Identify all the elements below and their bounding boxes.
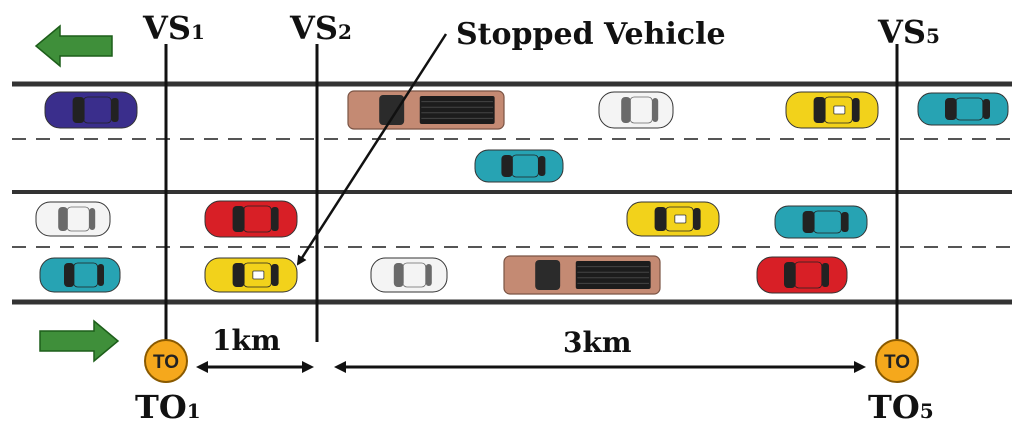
car-icon <box>917 92 1009 126</box>
to1-badge: TO <box>144 339 188 383</box>
vs1-label: VS1 <box>142 9 205 47</box>
stopped-vehicle-pointer <box>296 33 448 266</box>
to5-badge: TO <box>875 339 919 383</box>
vehicles-layer <box>35 90 1009 295</box>
taxi-icon <box>785 91 879 129</box>
taxi-icon <box>626 201 720 237</box>
pickup-icon <box>503 255 661 295</box>
direction-arrow-left-icon <box>34 24 113 68</box>
taxi-icon <box>204 257 298 293</box>
distance-1km-label: 1km <box>212 324 281 357</box>
distance-3km-label: 3km <box>563 326 632 359</box>
car-icon <box>35 201 111 237</box>
to1-label: TO1 <box>135 388 201 426</box>
direction-arrow-right-icon <box>39 319 120 363</box>
car-icon <box>474 149 564 183</box>
svg-text:TO: TO <box>884 352 910 373</box>
car-icon <box>756 256 848 294</box>
road <box>12 81 1012 305</box>
svg-text:TO: TO <box>153 352 179 373</box>
stopped-vehicle-label: Stopped Vehicle <box>456 17 726 52</box>
car-icon <box>598 91 674 129</box>
car-icon <box>370 257 448 293</box>
car-icon <box>204 200 298 238</box>
pickup-icon <box>347 90 505 130</box>
car-icon <box>39 257 121 293</box>
vs2-label: VS2 <box>289 9 352 47</box>
vs5-label: VS5 <box>877 13 940 51</box>
to5-label: TO5 <box>868 388 934 426</box>
car-icon <box>44 91 138 129</box>
car-icon <box>774 205 868 239</box>
